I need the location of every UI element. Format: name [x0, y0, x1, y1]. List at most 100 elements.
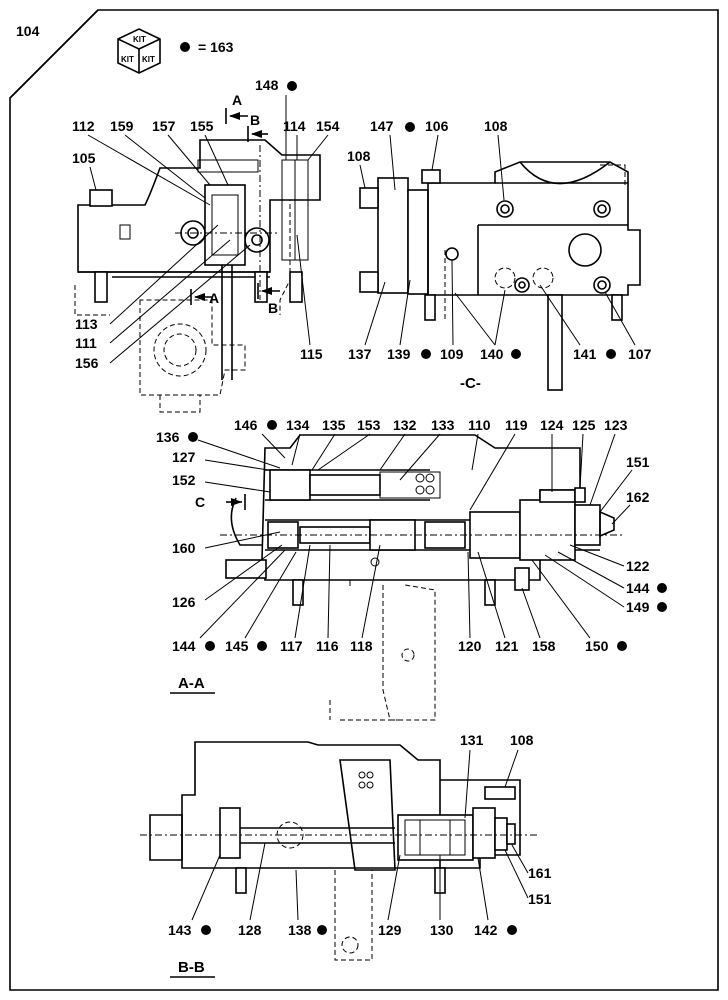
callout-143: 143: [168, 922, 192, 938]
callout-122: 122: [626, 558, 650, 574]
svg-text:A: A: [232, 92, 242, 108]
callout-108: 108: [510, 732, 534, 748]
callout-157: 157: [152, 118, 176, 134]
kit-bullet-icon: [507, 925, 517, 935]
callout-117: 117: [280, 638, 303, 654]
callout-145: 145: [225, 638, 249, 654]
callout-153: 153: [357, 417, 381, 433]
callout-158: 158: [532, 638, 556, 654]
callout-133: 133: [431, 417, 455, 433]
cut-mark-c: C: [195, 494, 246, 510]
callout-148: 148: [255, 77, 279, 93]
callout-152: 152: [172, 472, 196, 488]
callout-144b: 144: [172, 638, 196, 654]
cut-mark-a-top: A: [225, 92, 248, 124]
view-a-a-label: A-A: [178, 675, 205, 692]
callout-142: 142: [474, 922, 498, 938]
callout-130: 130: [430, 922, 454, 938]
callout-149: 149: [626, 599, 650, 615]
view-c-label: -C-: [460, 375, 481, 392]
callout-160: 160: [172, 540, 196, 556]
callout-128: 128: [238, 922, 262, 938]
callout-119: 119: [505, 417, 528, 433]
callout-162: 162: [626, 489, 650, 505]
callouts-middle: 146 134 135 153 132 133 110 119 124 125 …: [156, 417, 667, 654]
callout-112: 112: [72, 118, 95, 134]
kit-bullet-icon: [201, 925, 211, 935]
kit-icon-text-right: KIT: [142, 55, 155, 64]
kit-bullet-icon: [267, 420, 277, 430]
kit-icon-text-top: KIT: [133, 35, 146, 44]
callout-139: 139: [387, 346, 411, 362]
callout-125: 125: [572, 417, 596, 433]
view-b-b-label: B-B: [178, 959, 205, 976]
callout-107: 107: [628, 346, 652, 362]
callout-115: 115: [300, 346, 323, 362]
callout-120: 120: [458, 638, 482, 654]
callout-135: 135: [322, 417, 346, 433]
callout-150: 150: [585, 638, 609, 654]
callout-155: 155: [190, 118, 214, 134]
callout-106: 106: [425, 118, 449, 134]
callout-108a: 108: [484, 118, 508, 134]
callout-110: 110: [468, 417, 491, 433]
kit-bullet-icon: [405, 122, 415, 132]
kit-icon-text-left: KIT: [121, 55, 134, 64]
callout-147: 147: [370, 118, 394, 134]
callout-127: 127: [172, 449, 196, 465]
assembly-number: 104: [16, 23, 40, 39]
callout-124: 124: [540, 417, 564, 433]
callout-156: 156: [75, 355, 99, 371]
callout-114: 114: [283, 118, 306, 134]
callout-151: 151: [528, 891, 552, 907]
callout-144a: 144: [626, 580, 650, 596]
kit-bullet-icon: [657, 583, 667, 593]
callout-141: 141: [573, 346, 597, 362]
kit-bullet-icon: [287, 81, 297, 91]
svg-text:A: A: [209, 290, 219, 306]
callouts-bottom: 131 108 161 151 143 128 138 129 130 142: [168, 732, 552, 938]
kit-bullet-icon: [617, 641, 627, 651]
kit-bullet-icon: [188, 432, 198, 442]
callout-146: 146: [234, 417, 258, 433]
svg-text:C: C: [195, 494, 205, 510]
callout-131: 131: [460, 732, 484, 748]
svg-text:B: B: [250, 112, 260, 128]
callout-159: 159: [110, 118, 134, 134]
callout-137: 137: [348, 346, 372, 362]
corner-divider: [9, 9, 99, 99]
callout-123: 123: [604, 417, 628, 433]
section-b-b-view: [140, 741, 540, 961]
callout-140: 140: [480, 346, 504, 362]
callout-129: 129: [378, 922, 402, 938]
callout-161: 161: [528, 865, 552, 881]
callout-109: 109: [440, 346, 464, 362]
callout-118: 118: [350, 638, 373, 654]
callout-136: 136: [156, 429, 180, 445]
kit-bullet-icon: [606, 349, 616, 359]
kit-bullet-icon: [180, 42, 190, 52]
kit-legend-text: = 163: [198, 39, 234, 55]
cut-mark-b-bottom: B: [257, 283, 280, 316]
callout-126: 126: [172, 594, 196, 610]
callout-151: 151: [626, 454, 650, 470]
kit-bullet-icon: [421, 349, 431, 359]
svg-text:B: B: [268, 300, 278, 316]
callout-134: 134: [286, 417, 310, 433]
callout-105: 105: [72, 150, 96, 166]
callout-111: 111: [75, 335, 97, 351]
callout-132: 132: [393, 417, 417, 433]
callout-121: 121: [495, 638, 519, 654]
callout-116: 116: [316, 638, 339, 654]
callout-113: 113: [75, 316, 98, 332]
kit-bullet-icon: [205, 641, 215, 651]
top-left-view: [74, 139, 321, 413]
kit-bullet-icon: [657, 602, 667, 612]
callouts-top-left: 148 112 159 157 155 114 154 105 113 111 …: [72, 77, 340, 371]
kit-bullet-icon: [511, 349, 521, 359]
callout-108b: 108: [347, 148, 371, 164]
kit-bullet-icon: [317, 925, 327, 935]
kit-bullet-icon: [257, 641, 267, 651]
callout-154: 154: [316, 118, 340, 134]
